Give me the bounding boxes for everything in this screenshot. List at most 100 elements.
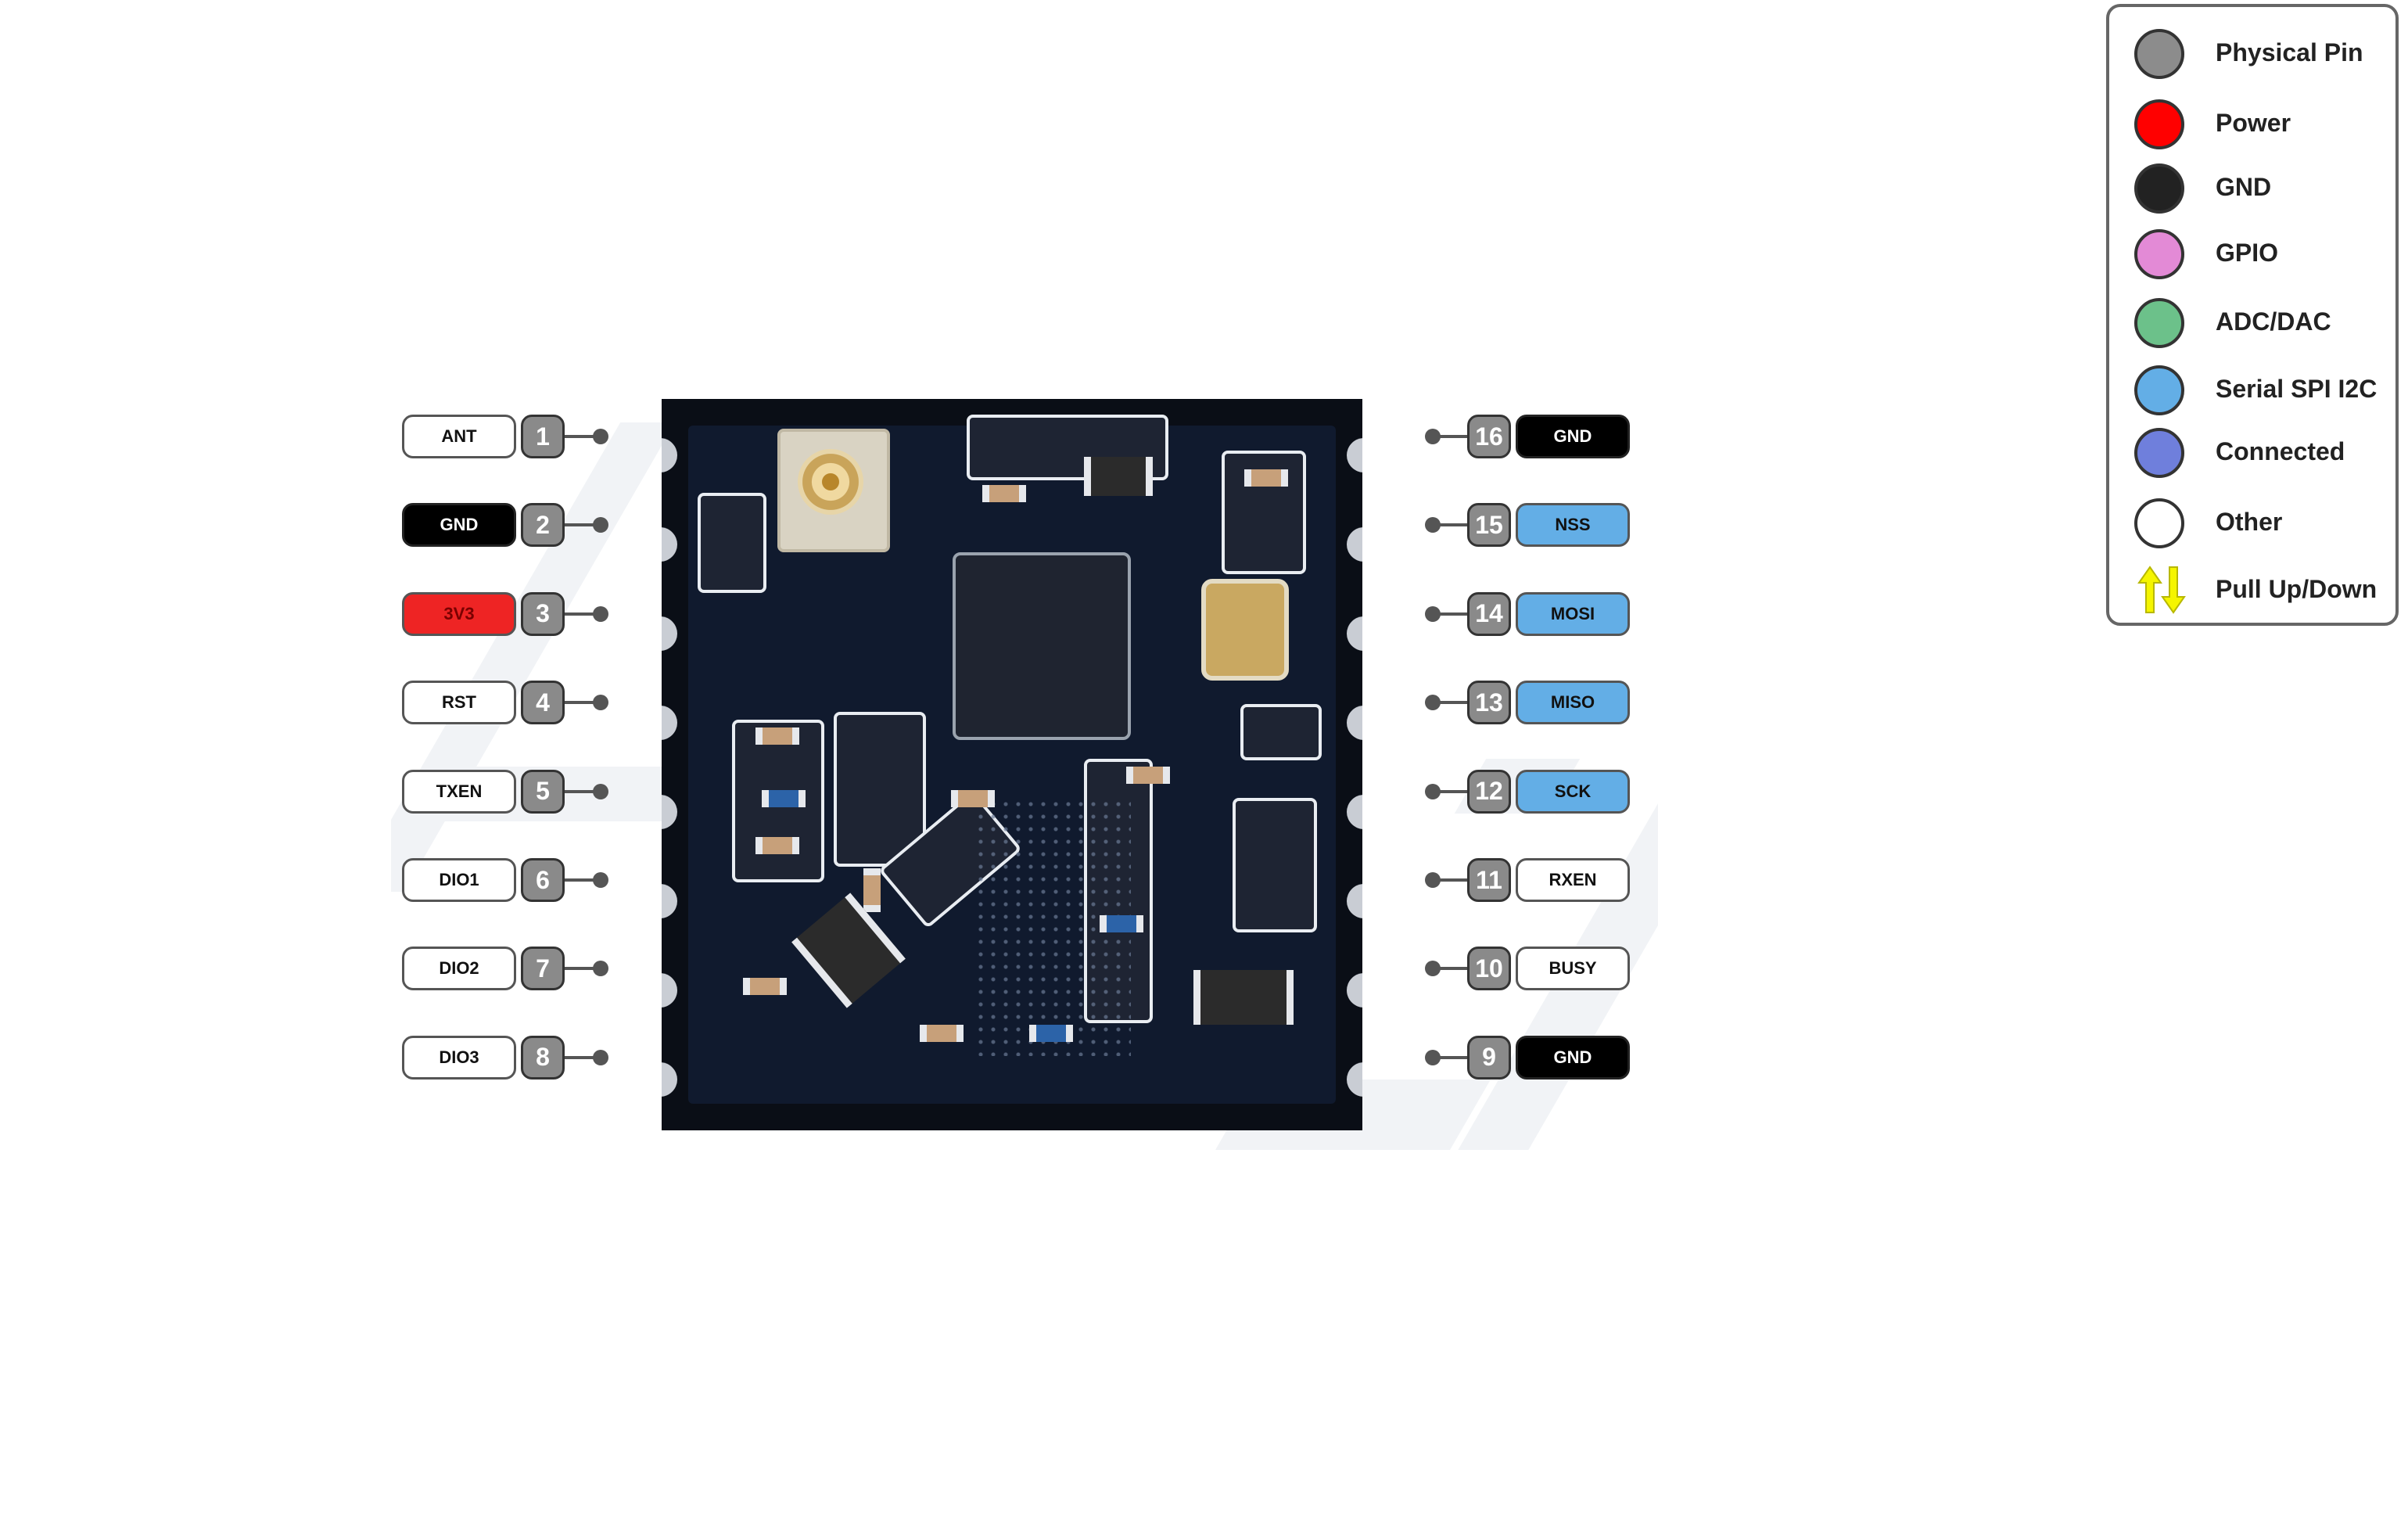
gpio-swatch-icon — [2134, 229, 2184, 279]
pin-line — [565, 878, 599, 882]
legend-label-connected: Connected — [2216, 437, 2345, 465]
module-board — [662, 399, 1362, 1130]
smd-capacitor — [920, 1025, 964, 1042]
pin-line — [1433, 435, 1467, 438]
smd-resistor — [1029, 1025, 1073, 1042]
castellation — [1347, 884, 1362, 918]
physical-pin-swatch-icon — [2134, 29, 2184, 79]
pin-number: 16 — [1467, 415, 1511, 458]
pin-dot — [593, 961, 608, 977]
power-swatch-icon — [2134, 99, 2184, 149]
pin-label-gnd: GND — [1516, 415, 1630, 458]
pin-label-dio1: DIO1 — [402, 858, 516, 902]
pin-line — [1433, 1055, 1467, 1059]
component-outline — [1240, 704, 1322, 760]
pin-line — [1433, 523, 1467, 527]
pin-number: 3 — [521, 591, 565, 636]
smd-resistor — [762, 790, 806, 807]
pin-line — [1433, 789, 1467, 793]
pin-line — [565, 435, 599, 438]
pin-label-sck: SCK — [1516, 769, 1630, 814]
pin-label-txen: TXEN — [402, 769, 516, 814]
gnd-swatch-icon — [2134, 163, 2184, 214]
pin-number: 7 — [521, 947, 565, 991]
pin-label-nss: NSS — [1516, 503, 1630, 548]
component-outline — [1233, 798, 1317, 932]
castellation — [662, 616, 677, 651]
legend-label-adc-dac: ADC/DAC — [2216, 307, 2331, 336]
castellation — [662, 795, 677, 829]
antenna-connector — [777, 429, 890, 552]
castellation — [662, 973, 677, 1008]
pin-line — [565, 967, 599, 971]
pin-number: 13 — [1467, 681, 1511, 725]
castellation — [662, 884, 677, 918]
castellation — [662, 1062, 677, 1097]
smd-resistor — [1100, 915, 1143, 932]
castellation — [1347, 1062, 1362, 1097]
pin-label-mosi: MOSI — [1516, 591, 1630, 636]
up-down-arrows-icon — [2137, 566, 2186, 614]
castellation — [1347, 706, 1362, 740]
rf-transceiver-chip — [953, 552, 1131, 740]
pin-line — [565, 523, 599, 527]
pin-line — [565, 789, 599, 793]
smd-component — [1084, 457, 1153, 496]
legend-label-gnd: GND — [2216, 173, 2272, 201]
castellation — [662, 527, 677, 562]
smd-capacitor — [951, 790, 995, 807]
castellation — [1347, 438, 1362, 472]
pin-dot — [593, 1049, 608, 1065]
pin-number: 11 — [1467, 858, 1511, 902]
component-outline — [698, 493, 766, 593]
pin-dot — [593, 783, 608, 799]
castellation — [1347, 527, 1362, 562]
connected-swatch-icon — [2134, 428, 2184, 478]
legend-label-gpio: GPIO — [2216, 239, 2279, 267]
pin-number: 8 — [521, 1035, 565, 1080]
smd-capacitor — [982, 485, 1026, 502]
pin-number: 15 — [1467, 503, 1511, 548]
pin-number: 5 — [521, 769, 565, 814]
pin-number: 14 — [1467, 591, 1511, 636]
crystal-oscillator — [1201, 579, 1289, 681]
pin-dot — [593, 695, 608, 711]
pin-dot — [593, 605, 608, 622]
other-swatch-icon — [2134, 498, 2184, 548]
pin-label-dio2: DIO2 — [402, 947, 516, 991]
pin-line — [565, 1055, 599, 1059]
pin-label-miso: MISO — [1516, 681, 1630, 725]
smd-capacitor — [743, 978, 787, 995]
pin-label-busy: BUSY — [1516, 947, 1630, 991]
pin-line — [1433, 878, 1467, 882]
castellation — [662, 438, 677, 472]
pin-line — [565, 701, 599, 705]
legend-label-pull-up-down: Pull Up/Down — [2216, 575, 2377, 603]
smd-capacitor — [1244, 469, 1288, 487]
smd-capacitor — [755, 727, 799, 745]
castellation — [662, 706, 677, 740]
pin-number: 2 — [521, 503, 565, 548]
component-outline — [834, 712, 926, 867]
pin-dot — [593, 517, 608, 533]
castellation — [1347, 973, 1362, 1008]
pin-number: 9 — [1467, 1035, 1511, 1080]
adc-dac-swatch-icon — [2134, 298, 2184, 348]
pin-line — [1433, 967, 1467, 971]
pin-label-gnd: GND — [402, 503, 516, 548]
legend-label-power: Power — [2216, 109, 2291, 137]
pin-label-3v3: 3V3 — [402, 591, 516, 636]
legend-label-physical-pin: Physical Pin — [2216, 38, 2363, 66]
pin-number: 12 — [1467, 769, 1511, 814]
castellation — [1347, 795, 1362, 829]
smd-capacitor — [755, 837, 799, 854]
smd-capacitor — [1126, 767, 1170, 784]
pin-number: 10 — [1467, 947, 1511, 991]
pin-label-rxen: RXEN — [1516, 858, 1630, 902]
legend-label-other: Other — [2216, 508, 2283, 536]
pin-line — [1433, 612, 1467, 616]
smd-transistor — [1193, 970, 1294, 1025]
pin-label-gnd: GND — [1516, 1035, 1630, 1080]
pin-dot — [593, 429, 608, 444]
legend-label-serial-spi-i2c: Serial SPI I2C — [2216, 375, 2377, 403]
